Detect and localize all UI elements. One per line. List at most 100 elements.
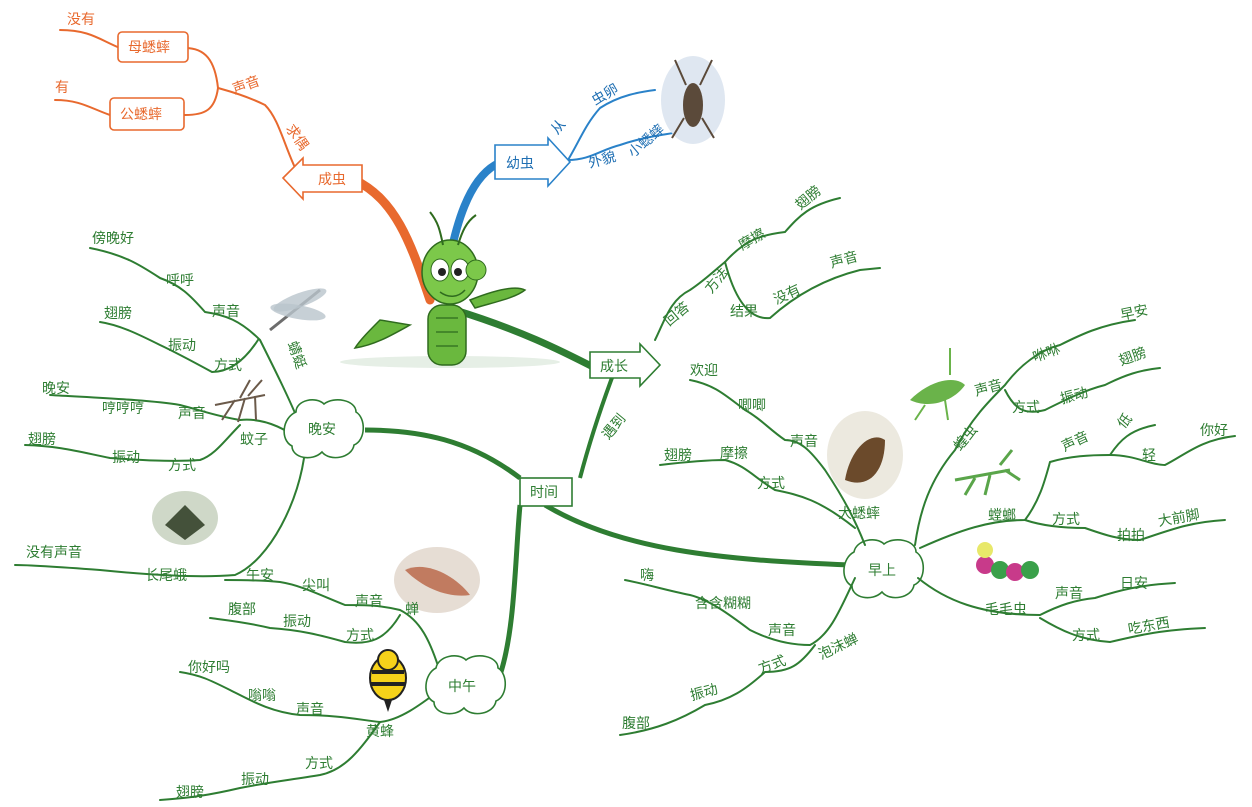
wasp-label: 黄蜂 [366, 723, 394, 740]
noon-label: 中午 [448, 679, 476, 695]
bigcricket-sound: 声音 [790, 433, 818, 450]
grow-label: 成长 [600, 359, 628, 375]
mantis-hello: 你好 [1200, 423, 1228, 439]
adult-node[interactable]: 成虫 [283, 158, 362, 199]
grow-node[interactable]: 成长 [590, 344, 660, 386]
locust-chirp: 咻咻 [1031, 341, 1063, 366]
larva-look: 外貌 [587, 149, 618, 172]
trunk-evening [365, 430, 520, 478]
bigcricket-greet: 欢迎 [690, 363, 718, 379]
trunk-morning [545, 505, 850, 565]
dragonfly-wings: 翅膀 [104, 305, 132, 322]
mosquito-wings: 翅膀 [28, 431, 56, 448]
caterpillar-label: 毛毛虫 [985, 602, 1027, 618]
mantis-tap: 拍拍 [1117, 528, 1145, 544]
male-answer: 有 [55, 80, 69, 96]
cicada-sound: 声音 [355, 593, 383, 610]
time-label: 时间 [530, 485, 558, 501]
larva-node[interactable]: 幼虫 [495, 138, 570, 186]
locust-wings: 翅膀 [1117, 344, 1149, 370]
dragonfly-method: 方式 [214, 358, 242, 374]
larva-from: 从 [548, 117, 569, 138]
mantis-label: 螳螂 [988, 508, 1016, 524]
mantis-legs: 大前脚 [1157, 506, 1201, 530]
bigcricket-method: 方式 [757, 476, 785, 492]
morning-node[interactable]: 早上 [844, 540, 923, 598]
locust-vibrate: 振动 [1059, 385, 1090, 408]
grow-rub: 摩擦 [736, 225, 769, 254]
mantis-method: 方式 [1052, 512, 1080, 528]
branch-locust [915, 320, 1135, 545]
female-answer: 没有 [67, 12, 95, 28]
male-label: 公蟋蟀 [120, 107, 162, 123]
female-label: 母蟋蟀 [128, 40, 170, 56]
moth-none: 没有声音 [26, 544, 82, 561]
spittlebug-hi: 嗨 [640, 568, 654, 584]
wasp-vibrate: 振动 [241, 772, 269, 788]
spittlebug-mumble: 含含糊糊 [695, 596, 751, 612]
cicada-belly: 腹部 [228, 601, 256, 618]
branch-caterpillar-method [1040, 618, 1205, 642]
cicada-method: 方式 [346, 628, 374, 644]
cicada-greet: 午安 [246, 568, 274, 584]
mosquito-method: 方式 [168, 458, 196, 474]
small-cricket-icon [683, 83, 703, 127]
trunk-noon [500, 505, 520, 675]
small-cricket-image [661, 56, 725, 144]
locust-method: 方式 [1012, 400, 1040, 416]
grow-answer: 回答 [661, 299, 693, 330]
mantis-soft: 轻 [1142, 448, 1156, 464]
dragonfly-hum: 呼呼 [166, 273, 194, 289]
evening-node[interactable]: 晚安 [284, 400, 363, 458]
bigcricket-wings: 翅膀 [664, 447, 692, 464]
bigcricket-rub: 摩擦 [720, 445, 748, 462]
wasp-buzz: 嗡嗡 [248, 688, 276, 704]
female-node[interactable]: 母蟋蟀 [118, 32, 188, 62]
cicada-label: 蝉 [405, 602, 419, 618]
meet-label: 遇到 [599, 411, 629, 443]
morning-label: 早上 [868, 563, 896, 579]
spittlebug-sound: 声音 [768, 622, 796, 639]
locust-icon [910, 380, 965, 404]
mosquito-label: 蚊子 [240, 432, 268, 448]
grow-wings: 翅膀 [792, 182, 824, 213]
spittlebug-vibrate: 振动 [689, 682, 720, 705]
wasp-wings: 翅膀 [176, 784, 204, 801]
caterpillar-sound: 声音 [1055, 585, 1083, 602]
bigcricket-chirp: 唧唧 [738, 398, 766, 414]
locust-greet: 早安 [1119, 302, 1150, 323]
spittlebug-method: 方式 [756, 653, 788, 678]
adult-label: 成虫 [318, 172, 346, 188]
cicada-scream: 尖叫 [302, 578, 330, 594]
grow-sound: 声音 [828, 248, 859, 272]
caterpillar-eat: 吃东西 [1127, 615, 1171, 638]
locust-sound: 声音 [973, 376, 1004, 400]
noon-node[interactable]: 中午 [426, 656, 505, 714]
dragonfly-greet: 傍晚好 [92, 230, 134, 247]
mosquito-greet: 晚安 [42, 381, 70, 397]
wasp-greet: 你好吗 [188, 660, 230, 676]
trunk-adult [355, 180, 430, 300]
locust-image [910, 348, 965, 420]
grow-result: 结果 [730, 304, 758, 320]
mosquito-vibrate: 振动 [112, 450, 140, 466]
dragonfly-image [269, 284, 328, 330]
mantis-low: 低 [1114, 411, 1135, 432]
mantis-sound: 声音 [1059, 428, 1092, 455]
time-node[interactable]: 时间 [520, 478, 572, 506]
moth-label: 长尾蛾 [145, 568, 187, 584]
larva-label: 幼虫 [506, 156, 534, 172]
bigcricket-label: 大蟋蟀 [838, 506, 880, 522]
dragonfly-label: 蜻蜓 [284, 339, 309, 371]
caterpillar-method: 方式 [1072, 628, 1100, 644]
cicada-vibrate: 振动 [283, 614, 311, 630]
caterpillar-greet: 日安 [1120, 576, 1148, 592]
evening-label: 晚安 [308, 422, 336, 438]
spittlebug-belly: 腹部 [622, 715, 650, 732]
moth-image [152, 491, 218, 545]
dragonfly-sound: 声音 [212, 303, 240, 320]
mantis-icon [955, 450, 1020, 495]
male-node[interactable]: 公蟋蟀 [110, 98, 184, 130]
wasp-sound: 声音 [296, 701, 324, 718]
